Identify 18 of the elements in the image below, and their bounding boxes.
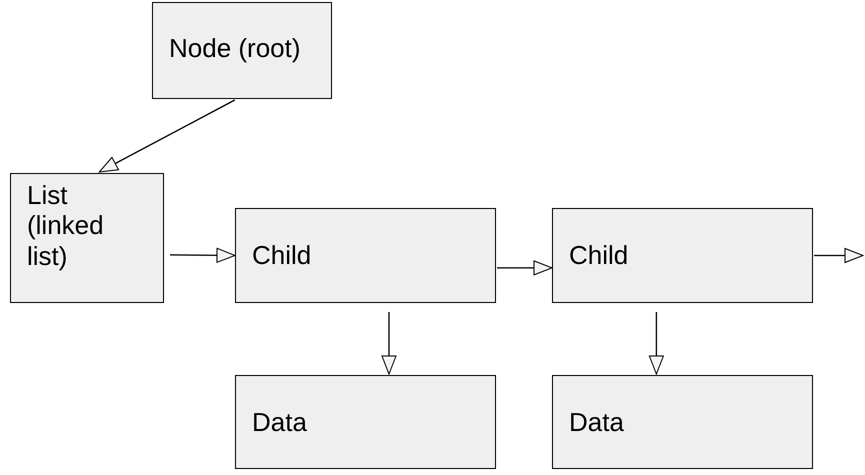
arrow bbox=[814, 248, 864, 263]
process-box bbox=[10, 173, 164, 303]
box-label: Data bbox=[252, 406, 307, 438]
box-label: List (linked list) bbox=[27, 180, 105, 272]
box-label: Data bbox=[569, 406, 624, 438]
arrow bbox=[497, 260, 552, 276]
arrow bbox=[98, 99, 236, 173]
arrow bbox=[382, 312, 396, 374]
arrow bbox=[170, 248, 236, 263]
box-label: Child bbox=[252, 240, 312, 271]
box-label: Child bbox=[569, 240, 628, 271]
process-box bbox=[235, 375, 496, 469]
process-box bbox=[552, 208, 813, 303]
process-box bbox=[552, 375, 813, 469]
arrow bbox=[648, 312, 664, 374]
process-box bbox=[235, 208, 496, 303]
box-label: Node (root) bbox=[169, 33, 300, 64]
process-box bbox=[152, 2, 332, 99]
